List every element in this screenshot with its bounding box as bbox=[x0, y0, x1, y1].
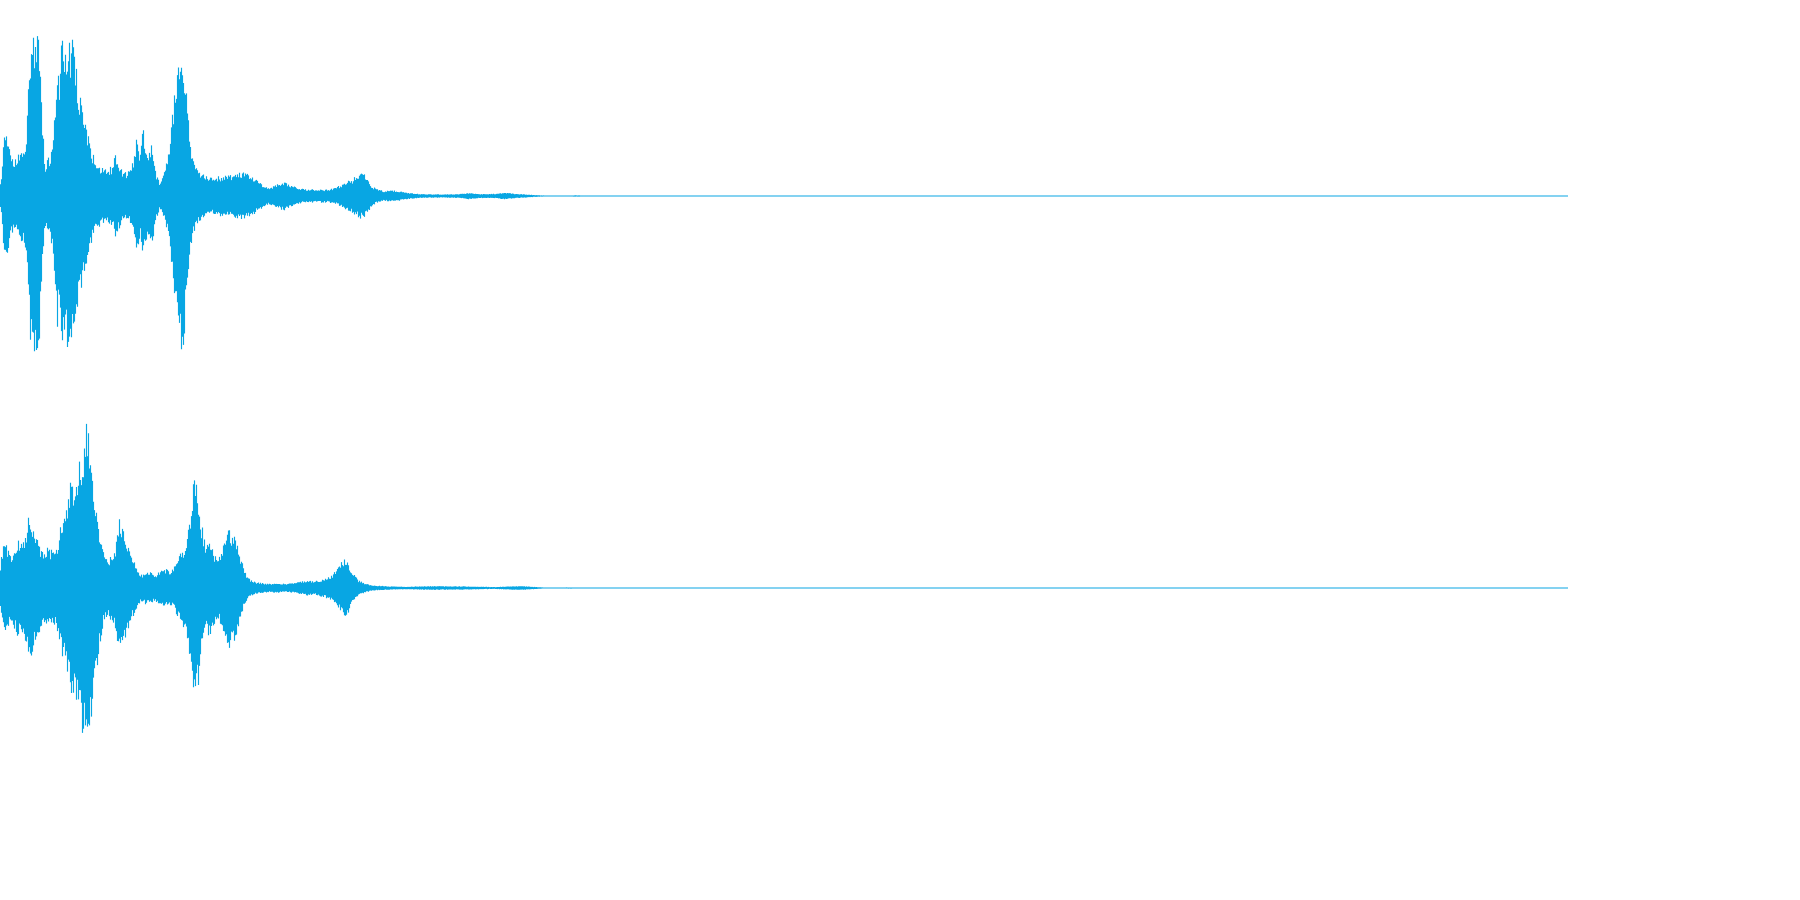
waveform-amplitude bbox=[0, 423, 578, 733]
audio-waveform-view bbox=[0, 0, 1568, 784]
waveform-background bbox=[0, 0, 1568, 784]
waveform-channel-left bbox=[0, 36, 1568, 352]
waveform-amplitude bbox=[0, 36, 590, 352]
waveform-channel-right bbox=[0, 423, 1568, 733]
waveform-canvas bbox=[0, 0, 1568, 784]
